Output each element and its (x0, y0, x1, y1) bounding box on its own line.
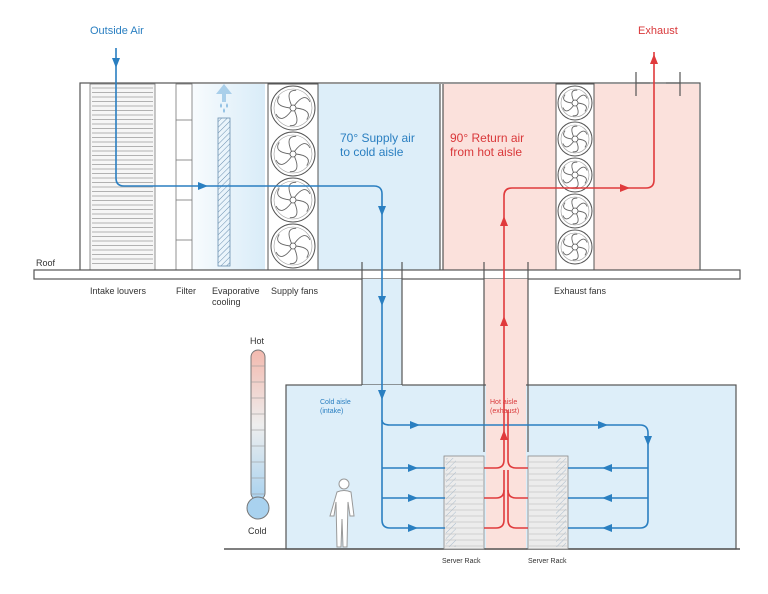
thermometer-cold-label: Cold (248, 526, 267, 536)
exhaust-fan-icon (557, 157, 593, 193)
hot-airflow-arrows (500, 54, 658, 440)
exhaust-fans (555, 83, 595, 271)
exhaust-fan-icon (557, 193, 593, 229)
exhaust-fan-icon (557, 85, 593, 121)
thermometer-hot-label: Hot (250, 336, 265, 346)
server-rack-right-label: Server Rack (528, 558, 567, 565)
hot-aisle (486, 384, 526, 550)
filter-label: Filter (176, 286, 196, 296)
water-drop-icon (220, 103, 222, 108)
return-air-label-line2: from hot aisle (450, 145, 523, 159)
supply-fan-icon (270, 223, 316, 269)
evaporative-pad (216, 84, 232, 267)
server-rack-left-label: Server Rack (442, 558, 481, 565)
cold-aisle-label-line2: (intake) (320, 408, 344, 415)
exhaust-stack (635, 72, 681, 96)
supply-fan-icon (270, 85, 316, 131)
thermometer-icon (246, 349, 270, 520)
supply-fans (267, 83, 319, 271)
exhaust-fan-icon (557, 229, 593, 265)
roof-label: Roof (36, 258, 56, 268)
hot-aisle-label-line1: Hot aisle (490, 399, 518, 406)
server-rack-right (527, 455, 569, 550)
cold-aisle-label-line1: Cold aisle (320, 399, 351, 406)
water-drop-icon (223, 108, 225, 113)
outside-air-label: Outside Air (90, 25, 144, 37)
cold-airflow-arrows (112, 58, 652, 532)
hot-aisle-label-line2: (exhaust) (490, 408, 520, 415)
supply-fan-icon (270, 131, 316, 177)
evaporative-cooling-label-line1: Evaporative (212, 286, 260, 296)
filter (175, 83, 193, 271)
supply-fan-icon (270, 177, 316, 223)
water-drop-arrow-icon (216, 84, 232, 94)
exhaust-label: Exhaust (638, 25, 678, 37)
return-air-label-line1: 90° Return air (450, 131, 525, 145)
evaporative-cooling-label-line2: cooling (212, 297, 241, 307)
person-icon (329, 478, 355, 548)
roof-slab (33, 269, 741, 280)
water-drop-icon (226, 103, 228, 108)
supply-plenum (318, 84, 440, 270)
supply-air-label-line2: to cold aisle (340, 145, 404, 159)
return-duct (483, 262, 529, 452)
supply-fans-label: Supply fans (271, 286, 319, 296)
rooftop-unit (79, 82, 701, 272)
intake-louvers-label: Intake louvers (90, 286, 147, 296)
supply-air-label-line1: 70° Supply air (340, 131, 415, 145)
server-rack-left (443, 455, 485, 550)
hot-airflow (484, 52, 655, 529)
exhaust-fan-icon (557, 121, 593, 157)
exhaust-fans-label: Exhaust fans (554, 286, 607, 296)
intake-louvers (89, 83, 156, 271)
